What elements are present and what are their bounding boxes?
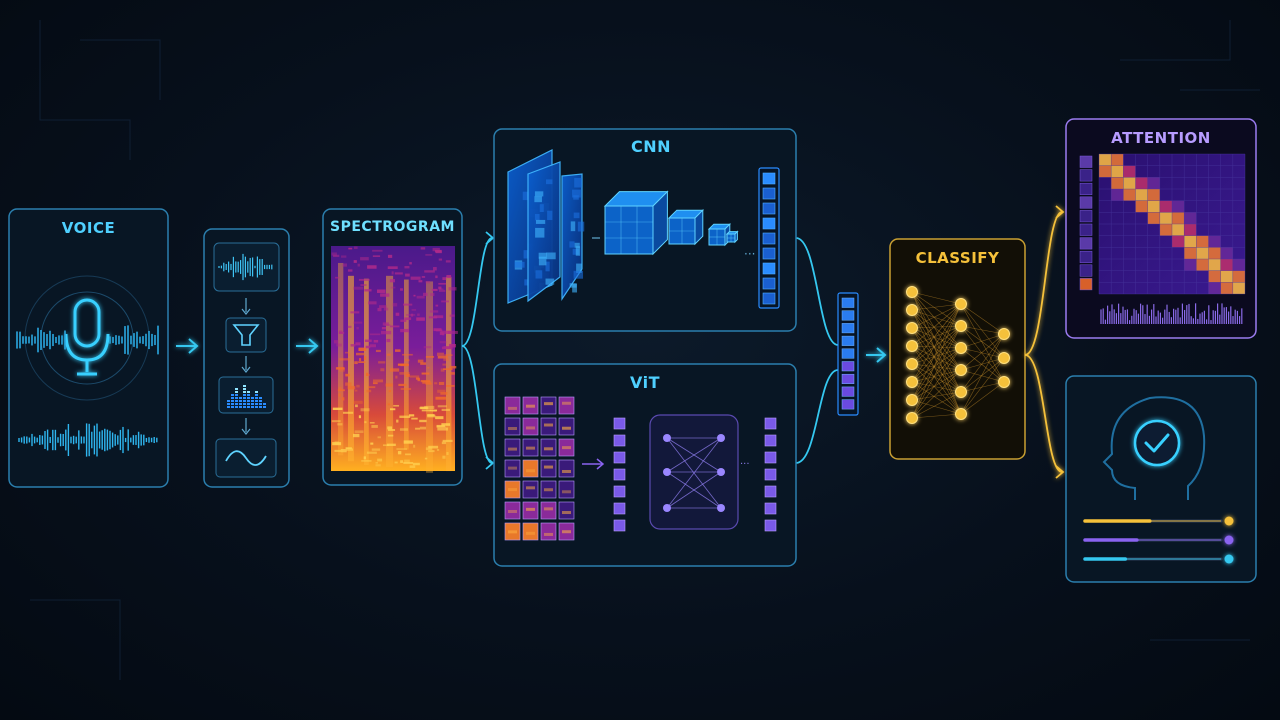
result-confidence-bars (1083, 516, 1234, 564)
equalizer-icon (227, 385, 266, 408)
cnn-title: CNN (630, 137, 672, 156)
fused-feature-vector (837, 292, 859, 416)
cnn-output-vector (762, 172, 776, 305)
vit-input-tokens (613, 417, 626, 532)
spectrogram-panel (322, 208, 463, 486)
result-indicator-dot (1224, 535, 1234, 545)
svg-text:···: ··· (740, 459, 750, 470)
classify-title: CLASSIFY (915, 249, 1000, 267)
voice-title: VOICE (61, 219, 116, 237)
voice-waveform-bottom (18, 423, 158, 457)
attention-profile (1100, 303, 1243, 324)
vit-patch-grid (504, 396, 575, 541)
attention-title: ATTENTION (1111, 129, 1211, 147)
cnn-feature-maps (507, 149, 600, 304)
attention-side-bar (1079, 155, 1093, 291)
vit-title: ViT (630, 373, 660, 392)
flow-arrows (176, 338, 887, 363)
voice-waveform (16, 325, 159, 355)
preprocess-panel (203, 228, 290, 488)
spectrogram-image (331, 246, 458, 473)
vit-transformer-block: ··· (663, 434, 750, 512)
vit-panel: ··· (493, 363, 797, 567)
microphone-icon (64, 298, 110, 376)
result-indicator-dot (1224, 516, 1234, 526)
waveform-icon (218, 253, 273, 281)
filter-icon (232, 324, 260, 346)
svg-text:···: ··· (744, 247, 755, 261)
cnn-pooling-blocks (603, 190, 739, 256)
vit-output-tokens (764, 417, 777, 532)
attention-panel (1065, 118, 1257, 339)
result-panel (1065, 375, 1257, 583)
head-profile-icon (1102, 396, 1206, 500)
voice-panel (8, 208, 169, 488)
branch-connectors (461, 231, 839, 470)
attention-heatmap (1099, 154, 1245, 294)
cnn-panel: ··· (493, 128, 797, 332)
checkmark-icon (1133, 419, 1181, 467)
background-circuit (30, 20, 1260, 680)
output-connectors (1024, 205, 1065, 479)
result-indicator-dot (1224, 554, 1234, 564)
classifier-network (906, 286, 1010, 424)
sine-wave-icon (225, 450, 267, 466)
classify-panel (889, 238, 1026, 460)
spectrogram-title: SPECTROGRAM (330, 219, 455, 235)
